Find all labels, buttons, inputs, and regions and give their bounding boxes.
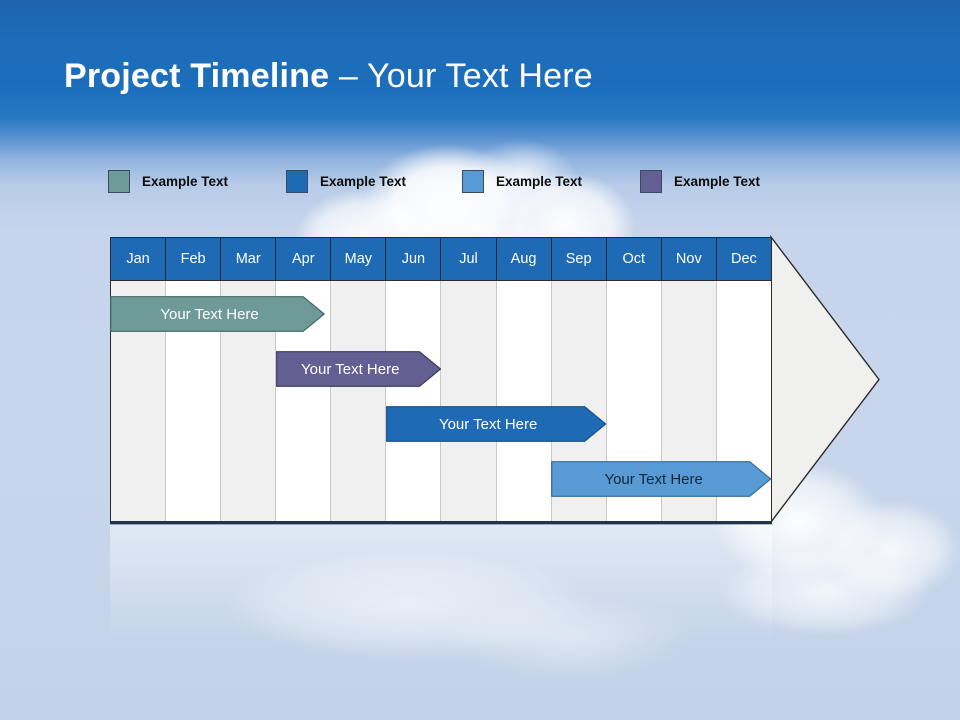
- month-header-cell[interactable]: Aug: [496, 238, 552, 280]
- timeline-task-bar[interactable]: Your Text Here: [551, 461, 772, 497]
- month-header-cell[interactable]: Sep: [551, 238, 607, 280]
- legend-item-label: Example Text: [142, 173, 229, 189]
- timeline-task-bar[interactable]: Your Text Here: [110, 296, 326, 332]
- chart-reflection: [110, 525, 772, 645]
- timeline-arrow-head: [770, 234, 880, 525]
- timeline-baseline: [110, 521, 772, 524]
- timeline-column: [441, 237, 497, 521]
- legend-item-label: Example Text: [674, 173, 761, 189]
- cloud-bottom-decoration: [120, 520, 760, 710]
- task-bar-label: Your Text Here: [301, 360, 400, 378]
- month-header-cell[interactable]: Feb: [166, 238, 222, 280]
- page-title-strong: Project Timeline: [64, 57, 330, 95]
- legend-item[interactable]: Example Text: [108, 167, 228, 195]
- timeline-task-bar[interactable]: Your Text Here: [275, 351, 442, 387]
- legend-swatch-icon: [462, 169, 484, 193]
- month-header-cell[interactable]: Mar: [221, 238, 277, 280]
- timeline-column: [221, 237, 277, 521]
- task-bar-label: Your Text Here: [438, 415, 538, 433]
- task-bar-shape: [385, 406, 607, 442]
- month-header-cell[interactable]: Oct: [606, 238, 662, 280]
- timeline-task-bar[interactable]: Your Text Here: [385, 406, 607, 442]
- legend-swatch-icon: [108, 169, 130, 193]
- month-header-cell[interactable]: Apr: [276, 238, 332, 280]
- legend-swatch-icon: [640, 169, 662, 193]
- page-title-light: – Your Text Here: [329, 57, 593, 95]
- task-bar-shape: [275, 351, 441, 387]
- task-bar-shape: [551, 461, 772, 497]
- legend-item[interactable]: Example Text: [286, 167, 406, 195]
- timeline-column: [496, 237, 552, 521]
- task-bar-label: Your Text Here: [604, 470, 703, 488]
- month-header-cell[interactable]: Jan: [111, 238, 167, 280]
- task-bar-label: Your Text Here: [160, 305, 259, 323]
- legend-swatch-icon: [286, 169, 308, 193]
- month-header-cell[interactable]: Nov: [661, 238, 717, 280]
- task-bar-shape: [110, 296, 326, 332]
- page-title: Project Timeline – Your Text Here: [64, 57, 593, 96]
- legend-item[interactable]: Example Text: [462, 167, 582, 195]
- reflection-edge: [110, 524, 773, 525]
- month-header-cell[interactable]: Jun: [386, 238, 442, 280]
- legend-item-label: Example Text: [320, 173, 407, 189]
- month-header-cell[interactable]: Jul: [441, 238, 497, 280]
- legend-item[interactable]: Example Text: [640, 167, 760, 195]
- timeline-column: [111, 237, 167, 521]
- timeline-column: [166, 237, 222, 521]
- month-header-cell[interactable]: May: [331, 238, 387, 280]
- legend-item-label: Example Text: [496, 173, 583, 189]
- month-header-cell[interactable]: Dec: [716, 238, 771, 280]
- legend: Example Text Example Text Example Text Exam…: [108, 167, 808, 197]
